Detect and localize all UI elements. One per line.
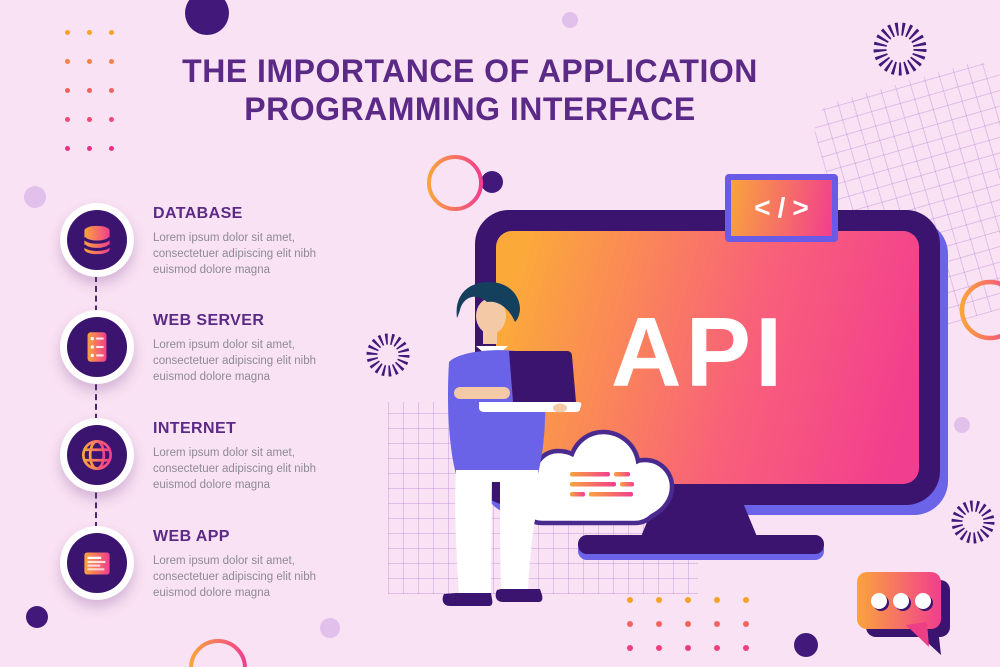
- decor-dot: [714, 621, 720, 627]
- decor-dot: [87, 30, 92, 35]
- person-forearm: [454, 387, 510, 399]
- web-app-icon-badge: [60, 526, 134, 600]
- person-face: [476, 298, 506, 334]
- list-item-internet: INTERNET Lorem ipsum dolor sit amet, con…: [60, 418, 390, 493]
- list-item-database: DATABASE Lorem ipsum dolor sit amet, con…: [60, 203, 390, 278]
- purple-dot-bottom-left: [26, 606, 48, 628]
- decor-dot: [685, 621, 691, 627]
- decor-dot: [743, 645, 749, 651]
- list-item-web-server: WEB SERVER Lorem ipsum dolor sit amet, c…: [60, 310, 390, 385]
- sunburst-icon: [951, 500, 995, 544]
- decor-dot: [627, 645, 633, 651]
- decor-dot: [656, 621, 662, 627]
- decor-dot: [87, 88, 92, 93]
- decor-dot: [87, 117, 92, 122]
- internet-icon-badge: [60, 418, 134, 492]
- database-icon: [82, 225, 112, 255]
- code-icon: </>: [725, 174, 838, 242]
- purple-dot-top: [185, 0, 229, 35]
- list-connector-line: [95, 276, 97, 528]
- item-label: WEB SERVER: [153, 312, 265, 329]
- decor-dot: [627, 597, 633, 603]
- decor-dot: [743, 597, 749, 603]
- decor-dot: [65, 117, 70, 122]
- person-shoe: [495, 589, 543, 602]
- person-shoe: [442, 593, 493, 606]
- decor-dot: [109, 146, 114, 151]
- item-description: Lorem ipsum dolor sit amet, consectetuer…: [153, 555, 317, 600]
- decor-dot: [627, 621, 633, 627]
- purple-dot-center: [481, 171, 503, 193]
- decor-dot: [109, 88, 114, 93]
- decor-dot: [65, 30, 70, 35]
- decor-dot: [714, 645, 720, 651]
- item-label: WEB APP: [153, 528, 230, 545]
- decor-dot: [656, 645, 662, 651]
- gradient-ring-bottom: [189, 639, 247, 667]
- list-item-web-app: WEB APP Lorem ipsum dolor sit amet, cons…: [60, 526, 390, 601]
- web-server-icon: [87, 332, 107, 362]
- item-description: Lorem ipsum dolor sit amet, consectetuer…: [153, 447, 317, 492]
- purple-dot-bottom: [794, 633, 818, 657]
- dot-grid-top-left: [65, 30, 114, 151]
- decor-dot: [87, 146, 92, 151]
- decor-dot: [685, 597, 691, 603]
- sunburst-icon: [873, 22, 927, 76]
- item-description: Lorem ipsum dolor sit amet, consectetuer…: [153, 339, 317, 384]
- lavender-dot-bottom: [320, 618, 340, 638]
- page-title: THE IMPORTANCE OF APPLICATION PROGRAMMIN…: [182, 53, 758, 128]
- dot-grid-bottom-middle: [627, 597, 749, 651]
- item-description: Lorem ipsum dolor sit amet, consectetuer…: [153, 232, 317, 277]
- web-app-window-icon: [84, 552, 110, 575]
- person-illustration: [442, 282, 582, 606]
- decor-dot: [714, 597, 720, 603]
- sunburst-icon: [366, 333, 410, 377]
- decor-dot: [743, 621, 749, 627]
- lavender-dot-right: [954, 417, 970, 433]
- person-hand: [553, 403, 567, 413]
- api-label: API: [610, 297, 787, 407]
- gradient-ring-center: [427, 155, 483, 211]
- web-server-icon-badge: [60, 310, 134, 384]
- person-leg: [455, 472, 492, 594]
- gradient-ring-right: [959, 279, 1000, 341]
- cloud-text-lines: [570, 472, 634, 497]
- laptop-screen: [509, 351, 576, 402]
- person-hair: [456, 282, 520, 322]
- decor-dot: [87, 59, 92, 64]
- chat-bubble-icon: [857, 572, 950, 655]
- decor-dot: [65, 59, 70, 64]
- monitor-stand-base: [578, 535, 824, 554]
- person-leg: [500, 472, 539, 590]
- decor-dot: [109, 30, 114, 35]
- decor-dot: [65, 146, 70, 151]
- lavender-dot-top: [562, 12, 578, 28]
- cloud-icon: [518, 429, 675, 526]
- item-label: INTERNET: [153, 420, 237, 437]
- lavender-dot-left: [24, 186, 46, 208]
- decor-dot: [109, 117, 114, 122]
- decor-dot: [65, 88, 70, 93]
- decor-dot: [656, 597, 662, 603]
- decor-dot: [685, 645, 691, 651]
- item-label: DATABASE: [153, 205, 243, 222]
- decor-dot: [109, 59, 114, 64]
- database-icon-badge: [60, 203, 134, 277]
- internet-globe-icon: [81, 439, 113, 471]
